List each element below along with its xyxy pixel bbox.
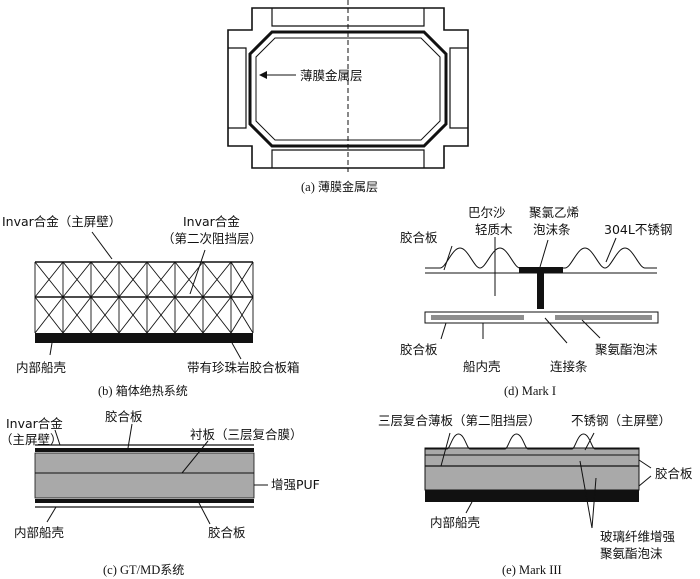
plywood-box-truss [34,261,254,334]
truss-strut [34,261,64,298]
truss-strut [230,296,254,334]
leader-liner [181,440,209,474]
label-membrane-metal: 薄膜金属层 [300,68,363,83]
tank-membrane-inner [255,37,441,141]
truss-strut [90,296,120,334]
gf-pu-foam-e [424,447,640,491]
panel-d-mark1: 巴尔沙 轻质木 聚氯乙烯 泡沫条 胶合板 304L不锈钢 胶合板 船内壳 连接条… [400,205,672,374]
leader-ss-d [605,237,617,263]
label-triplex: 三层复合薄板（第二阻挡层） [378,413,541,428]
plywood-hull-d [424,311,659,324]
leader-pvc [539,239,549,268]
leader-gf-foam-2 [591,477,597,529]
truss-strut [174,261,204,298]
truss-strut [62,261,92,298]
leader-connector [544,317,568,344]
leader-gf-foam-1 [579,460,593,529]
label-hull-c: 内部船壳 [14,525,64,540]
leader-plywood-bottom-d [440,322,447,340]
caption-a: (a) 薄膜金属层 [301,179,378,194]
tank-outer-hull [227,7,469,169]
truss-strut [146,296,176,334]
leader-invar-second [189,249,206,295]
label-hull-e: 内部船壳 [430,515,480,530]
label-invar-secondary-2: （第二次阻挡层） [162,231,262,246]
label-invar-secondary-1: Invar合金 [183,214,240,229]
panel-b-box-system: Invar合金（主屏壁） Invar合金 （第二次阻挡层） 内部船壳 带有珍珠岩… [2,214,300,375]
caption-e: (e) Mark III [502,563,562,577]
label-balsa-1: 巴尔沙 [468,205,506,220]
truss-strut [202,261,232,298]
t-joint-web [537,273,544,309]
inner-hull-e [425,490,639,502]
label-invar-c-1: Invar合金 [6,416,63,431]
tank-membrane-outer [248,30,448,148]
inner-hull-plate [35,333,253,343]
leader-hull-e [465,501,473,514]
truss-strut [34,296,64,334]
pu-foam-right [555,315,652,320]
label-pvc-2: 泡沫条 [533,222,571,237]
label-ss-e: 不锈钢（主屏壁） [571,413,671,428]
panel-e-mark3: 三层复合薄板（第二阻挡层） 不锈钢（主屏壁） 胶合板 内部船壳 玻璃纤维增强 聚… [378,413,693,561]
label-liner: 衬板（三层复合膜） [190,427,303,442]
label-gf-1: 玻璃纤维增强 [600,529,676,544]
leader-plywood-e-2 [638,475,652,487]
stainless-corrugation-e [425,433,639,450]
leader-plywood-top-d [443,245,453,271]
truss-strut [118,296,148,334]
label-plywood-e: 胶合板 [655,466,693,481]
pu-foam-left [431,315,524,320]
t-joint-cap [519,267,563,273]
leader-ss-e [584,432,595,451]
truss-strut [146,261,176,298]
label-invar-primary: Invar合金（主屏壁） [2,214,121,229]
plywood-bottom [35,499,254,503]
leader-hull-b [49,342,53,356]
leader-invar-c [54,429,61,446]
plywood-top [35,448,254,452]
truss-strut [62,296,92,334]
truss-strut [202,296,232,334]
truss-strut [118,261,148,298]
label-pu-foam: 聚氨酯泡沫 [595,342,658,357]
label-gf-2: 聚氨酯泡沫 [600,546,663,561]
label-ss-d: 304L不锈钢 [604,222,672,237]
label-hull-b: 内部船壳 [16,360,66,375]
leader-box [231,342,242,360]
leader-triplex [440,432,451,467]
label-perlite-box: 带有珍珠岩胶合板箱 [187,360,300,375]
leader-plywood-top-c [127,423,133,449]
label-hull-d: 船内壳 [463,359,501,374]
label-balsa-2: 轻质木 [475,222,513,237]
leader-hull-c [46,506,57,523]
truss-strut [230,261,254,298]
label-puf: 增强PUF [271,477,320,492]
reinforced-puf [34,452,255,499]
panel-c-gtmd: Invar合金 （主屏壁） 胶合板 衬板（三层复合膜） 增强PUF 内部船壳 胶… [0,409,320,540]
label-connector: 连接条 [550,359,588,374]
leader-plywood-bottom-c [198,502,211,525]
leader-invar-main [91,231,113,260]
panel-a-membrane-tank: 薄膜金属层 [227,0,469,172]
leader-pu-foam [581,319,601,339]
caption-d: (d) Mark I [504,384,556,398]
label-plywood-bottom-d: 胶合板 [400,342,438,357]
label-plywood-top-d: 胶合板 [400,230,438,245]
caption-b: (b) 箱体绝热系统 [98,383,188,398]
truss-strut [90,261,120,298]
label-plywood-top-c: 胶合板 [105,409,143,424]
label-pvc-1: 聚氯乙烯 [529,205,579,220]
label-plywood-bottom-c: 胶合板 [208,525,246,540]
leader-plywood-e-1 [638,459,652,469]
truss-strut [174,296,204,334]
label-invar-c-2: （主屏壁） [0,432,63,447]
caption-c: (c) GT/MD系统 [103,563,184,577]
